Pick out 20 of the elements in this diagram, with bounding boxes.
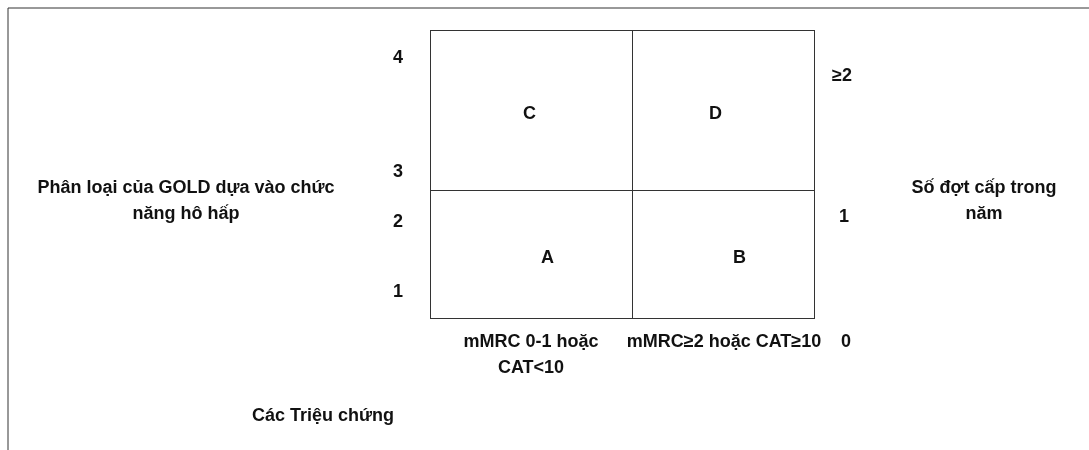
axis-tick-label: 2 (392, 210, 404, 233)
grid-cell (632, 190, 815, 319)
grid-cell (430, 190, 633, 319)
axis-title: Các Triệu chứng (250, 404, 396, 427)
grid-cell (430, 30, 633, 191)
quadrant-letter: D (709, 103, 722, 124)
axis-tick-label: 3 (392, 160, 404, 183)
axis-tick-label: 1 (392, 280, 404, 303)
axis-title: Số đợt cấp trong năm (910, 176, 1058, 225)
axis-tick-label: 1 (838, 205, 850, 228)
axis-tick-label: mMRC 0-1 hoặc CAT<10 (462, 330, 600, 379)
axis-title: Phân loại của GOLD dựa vào chức năng hô hấp (36, 176, 336, 225)
grid-cell (632, 30, 815, 191)
axis-tick-label: 0 (840, 330, 852, 353)
quadrant-letter: C (523, 103, 536, 124)
axis-tick-label: ≥2 (831, 64, 853, 87)
quadrant-letter: B (733, 247, 746, 268)
quadrant-letter: A (541, 247, 554, 268)
axis-tick-label: 4 (392, 46, 404, 69)
axis-tick-label: mMRC≥2 hoặc CAT≥10 (625, 330, 823, 353)
